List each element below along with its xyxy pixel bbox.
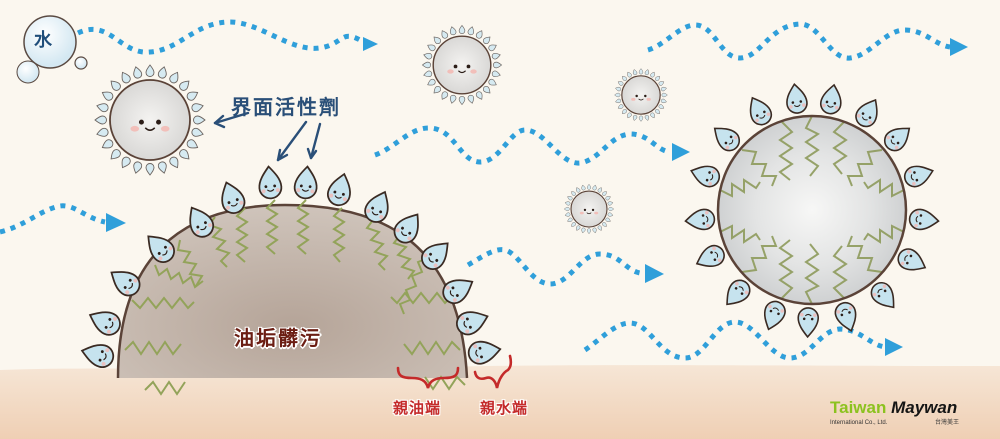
lipophilic-end-label: 親油端 — [393, 399, 442, 417]
water-bubble — [16, 15, 88, 84]
hydrophilic-end-label: 親水端 — [480, 399, 529, 417]
micelle-small-3 — [564, 184, 614, 234]
micelle-small-2 — [615, 69, 668, 122]
micelle-small-1 — [422, 25, 501, 104]
micelle-large-left — [94, 64, 206, 176]
oil-dirt-label: 油垢髒污 — [234, 326, 322, 350]
logo-text-maywan: Maywan — [891, 398, 958, 417]
water-flow-arrows — [0, 19, 951, 361]
brand-logo: Taiwan Maywan International Co., Ltd. 台灣… — [830, 398, 959, 426]
surfactant-label: 界面活性劑 — [231, 95, 341, 119]
lifted-oil-micelle — [683, 82, 941, 339]
floor-surface — [0, 365, 1000, 439]
water-label: 水 — [34, 30, 52, 51]
logo-subtitle-zh: 台灣美王 — [935, 420, 960, 426]
arrow-heads — [106, 37, 968, 356]
pointer-arrows — [213, 111, 322, 162]
logo-subtitle: International Co., Ltd. — [830, 420, 888, 426]
logo-text-taiwan: Taiwan — [830, 398, 887, 417]
brackets — [396, 354, 513, 389]
